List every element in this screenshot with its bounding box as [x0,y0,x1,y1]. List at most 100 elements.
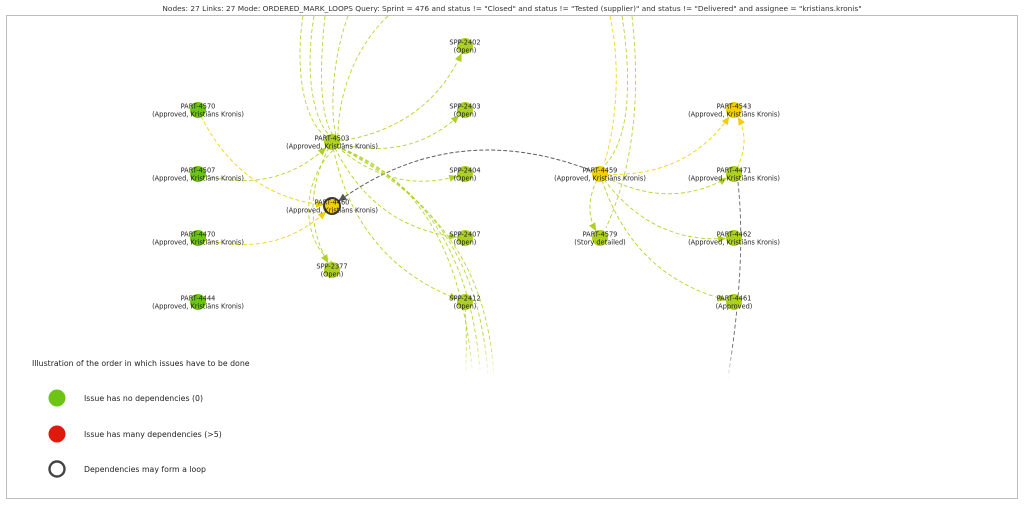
node-label-status: (Approved, Kristiāns Kronis) [152,239,244,247]
node-part-4461: PART-4461(Approved) [716,294,753,311]
node-dot-icon [457,38,473,54]
legend-title: Illustration of the order in which issue… [32,359,250,368]
edge-continuation [332,15,349,137]
edge-continuation [309,15,331,137]
arrowhead-icon [448,292,458,300]
legend-item-loop: Dependencies may form a loop [48,460,206,478]
node-part-4462: PART-4462(Approved, Kristiāns Kronis) [688,230,780,247]
node-label-status: (Open) [454,175,477,183]
edge-part-4471-part-4543 [733,116,745,175]
arrowhead-icon [317,211,327,220]
node-spp-2377: SPP-2377(Open) [316,262,348,279]
loop-node-icon [323,197,341,215]
edge-continuation [727,181,742,379]
node-part-4470: PART-4470(Approved, Kristiāns Kronis) [152,230,244,247]
node-label-id: SPP-2402 [449,39,480,47]
node-part-4471: PART-4471(Approved, Kristiāns Kronis) [688,166,780,183]
edge-continuation [335,145,489,376]
node-label-status: (Approved, Kristiāns Kronis) [554,175,646,183]
node-part-4460: PART-4460(Approved, Kristiāns Kronis) [286,197,378,215]
node-dot-icon [457,230,473,246]
edge-continuation [299,15,329,139]
arrowhead-icon [454,53,462,63]
arrowhead-icon [717,235,727,243]
legend-item-no-dependencies: Issue has no dependencies (0) [48,389,203,407]
edge-part-4503-spp-2404 [331,141,458,182]
node-label-id: SPP-2407 [449,231,480,239]
node-part-4459: PART-4459(Approved, Kristiāns Kronis) [554,166,646,183]
node-part-4503: PART-4503(Approved, Kristiāns Kronis) [286,134,378,151]
arrowhead-icon [317,147,327,156]
node-part-4444: PART-4444(Approved, Kristiāns Kronis) [152,294,244,311]
node-dot-icon [457,166,473,182]
legend-ring-icon [48,460,66,478]
node-label-id: SPP-2403 [449,103,480,111]
edge-continuation [337,15,389,137]
fade-layer [440,335,760,380]
node-part-4570: PART-4570(Approved, Kristiāns Kronis) [152,102,244,119]
node-dot-icon [190,294,206,310]
node-label-id: SPP-2404 [449,167,480,175]
edge-part-4459-part-4471 [599,173,728,195]
edge-fade-center [440,335,510,380]
node-label-id: PART-4459 [583,167,618,175]
edge-part-4459-part-4461 [599,173,727,301]
edge-fade-right [700,345,760,380]
node-label-id: PART-4444 [181,295,216,303]
node-label-status: (Approved, Kristiāns Kronis) [152,111,244,119]
node-part-4507: PART-4507(Approved, Kristiāns Kronis) [152,166,244,183]
arrowhead-icon [717,294,727,302]
edge-part-4570-part-4460 [197,109,325,206]
node-label-id: PART-4543 [717,103,752,111]
node-dot-icon [726,294,742,310]
node-dot-icon [190,102,206,118]
node-label-status: (Story detailed) [574,239,625,247]
node-label-id: PART-4570 [181,103,216,111]
node-label-status: (Approved, Kristiāns Kronis) [152,175,244,183]
node-label-id: PART-4503 [315,135,350,143]
edge-continuation [335,145,481,371]
arrowhead-icon [589,222,597,232]
legend-label: Dependencies may form a loop [84,465,206,474]
legend-green-dot-icon [48,389,66,407]
node-label-status: (Approved) [716,303,753,311]
node-label-status: (Approved, Kristiāns Kronis) [688,239,780,247]
edge-part-4459-part-4543 [599,116,730,175]
node-part-4543: PART-4543(Approved, Kristiāns Kronis) [688,102,780,119]
node-spp-2412: SPP-2412(Open) [449,294,481,311]
node-label-id: PART-4461 [717,295,752,303]
legend-label: Issue has no dependencies (0) [84,394,203,403]
node-label-id: PART-4462 [717,231,752,239]
edge-part-4503-spp-2412 [331,141,458,300]
node-label-status: (Approved, Kristiāns Kronis) [286,207,378,215]
arrowhead-icon [448,232,458,240]
arrowhead-icon [737,116,745,126]
node-dot-icon [324,262,340,278]
graph-stats-header: Nodes: 27 Links: 27 Mode: ORDERED_MARK_L… [162,4,862,13]
node-dot-icon [592,166,608,182]
node-dot-icon [457,294,473,310]
node-dot-icon [726,166,742,182]
node-label-status: (Open) [454,47,477,55]
edge-continuation [308,145,339,263]
node-label-status: (Approved, Kristiāns Kronis) [688,111,780,119]
edge-part-4507-part-4503 [197,147,327,182]
node-label-status: (Approved, Kristiāns Kronis) [688,175,780,183]
node-dot-icon [592,230,608,246]
edge-part-4459-part-4460 [338,149,601,202]
legend: Illustration of the order in which issue… [32,359,250,478]
edge-part-4503-spp-2377 [312,141,333,264]
legend-item-many-dependencies: Issue has many dependencies (>5) [48,425,222,443]
arrowhead-icon [321,254,329,264]
edge-layer [197,15,745,379]
edge-continuation [605,15,637,229]
node-label-id: PART-4507 [181,167,216,175]
node-label-status: (Approved, Kristiāns Kronis) [152,303,244,311]
arrowhead-icon [448,174,458,182]
edge-part-4459-part-4579 [589,173,601,232]
edge-part-4470-part-4460 [197,211,327,246]
node-spp-2403: SPP-2403(Open) [449,102,481,119]
node-label-id: PART-4460 [315,199,350,207]
arrowhead-icon [315,200,325,208]
